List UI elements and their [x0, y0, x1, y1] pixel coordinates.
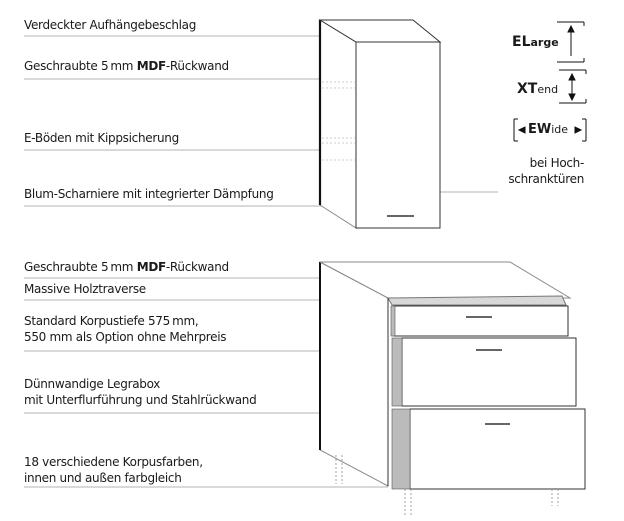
label-korpustiefe: Standard Korpustiefe 575 mm, 550 mm als …: [24, 313, 227, 345]
label-legrabox-line1: Dünnwandige Legrabox: [24, 377, 161, 391]
label-korpustiefe-line2: 550 mm als Option ohne Mehrpreis: [24, 330, 227, 344]
label-verdeckter-aufhaengebeschlag: Verdeckter Aufhängebeschlag: [24, 18, 197, 32]
badge-xtend: XTend: [517, 81, 558, 97]
label-mdf-rueckwand-bottom: Geschraubte 5 mm MDF-Rückwand: [24, 259, 229, 275]
badge-xtend-rest: end: [537, 83, 559, 96]
badge-ewide: EWide: [528, 122, 568, 137]
label-mdf-pre: Geschraubte 5 mm: [24, 59, 137, 73]
top-leader-lines: [24, 35, 498, 207]
elarge-bracket-icon: [557, 21, 585, 63]
badge-elarge-rest: arge: [530, 36, 559, 49]
label-blum-scharniere: Blum-Scharniere mit integrierter Dämpfun…: [24, 187, 274, 201]
badge-xtend-bold: XT: [517, 81, 538, 97]
wall-cabinet: [318, 19, 442, 229]
label-mdf-bold: MDF: [136, 260, 167, 274]
label-e-boeden: E-Böden mit Kippsicherung: [24, 131, 179, 145]
badge-elarge: ELarge: [512, 34, 559, 50]
badge-ewide-rest: ide: [551, 123, 569, 136]
label-korpustiefe-line1: Standard Korpustiefe 575 mm,: [24, 314, 199, 328]
label-legrabox-line2: mit Unterflurführung und Stahlrückwand: [24, 393, 257, 407]
xtend-bracket-icon: [559, 69, 587, 104]
label-mdf-bold: MDF: [136, 59, 167, 73]
label-korpusfarben-line1: 18 verschiedene Korpusfarben,: [24, 455, 203, 469]
label-mdf-rueckwand-top: Geschraubte 5 mm MDF-Rückwand: [24, 58, 229, 74]
label-massive-holztraverse: Massive Holztraverse: [24, 282, 146, 296]
side-note-line2: schranktüren: [508, 172, 584, 186]
label-mdf-post: -Rückwand: [165, 260, 229, 274]
label-korpusfarben: 18 verschiedene Korpusfarben, innen und …: [24, 454, 203, 486]
badge-elarge-bold: EL: [512, 34, 531, 50]
ewide-bracket-icon: [513, 118, 587, 142]
label-legrabox: Dünnwandige Legrabox mit Unterflurführun…: [24, 376, 257, 408]
badge-ewide-bold: EW: [528, 122, 552, 137]
base-cabinet: [319, 261, 586, 516]
label-korpusfarben-line2: innen und außen farbgleich: [24, 471, 182, 485]
label-mdf-pre: Geschraubte 5 mm: [24, 260, 137, 274]
side-note-hochschranktueren: bei Hoch- schranktüren: [508, 155, 584, 187]
label-mdf-post: -Rückwand: [165, 59, 229, 73]
side-note-line1: bei Hoch-: [529, 156, 585, 170]
